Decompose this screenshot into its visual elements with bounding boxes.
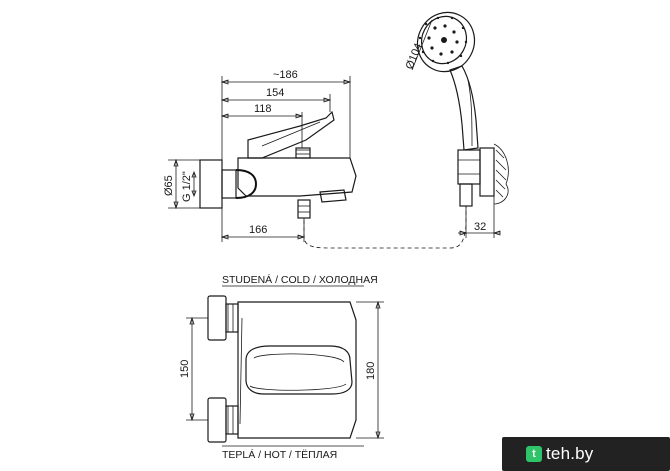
front-lever [245, 345, 353, 395]
dim-180: 180 [365, 362, 377, 380]
cold-inlet-flange [207, 295, 227, 341]
label-hot: TEPLÁ / HOT / ТЁПЛАЯ [222, 448, 337, 461]
dim-118: 118 [254, 103, 272, 115]
dim-32: 32 [474, 221, 486, 233]
wall-flange [199, 159, 223, 209]
eccentric-nut [221, 169, 237, 199]
hose-path [303, 206, 467, 249]
dim-thread: G 1/2" [181, 171, 193, 202]
dim-overall: ~186 [273, 69, 298, 81]
hose-outlet [297, 199, 311, 219]
hot-inlet-flange [207, 397, 227, 443]
watermark-text: teh.by [546, 444, 594, 463]
spray-nozzles [418, 16, 468, 65]
dim-166: 166 [249, 224, 267, 236]
mixer-body [237, 157, 357, 197]
dim-d104: Ø104 [404, 42, 425, 71]
mixer-side-view [199, 110, 467, 249]
wall-bracket [479, 147, 495, 197]
spout [319, 189, 347, 203]
dim-d65: Ø65 [163, 175, 175, 196]
hand-shower: Ø104 32 [404, 11, 509, 238]
holder-clip [459, 183, 473, 207]
mixer-front-view: STUDENÁ / COLD / ХОЛОДНАЯ TEPLÁ / HOT / … [179, 273, 384, 461]
watermark: t teh.by [502, 437, 670, 471]
diverter-knob [295, 147, 311, 159]
shower-holder [457, 149, 481, 185]
dim-150: 150 [179, 360, 191, 378]
top-dimensions: ~186 154 118 166 Ø65 G 1/2" [163, 69, 352, 242]
shower-handle [449, 65, 479, 151]
shower-head [416, 11, 476, 73]
wall-hatch-edge [493, 143, 509, 205]
mixer-lever [247, 110, 335, 159]
dim-154: 154 [266, 87, 284, 99]
teh-logo-icon: t [526, 446, 542, 462]
nut-outline [235, 169, 258, 199]
front-body [237, 301, 357, 439]
label-cold: STUDENÁ / COLD / ХОЛОДНАЯ [222, 273, 378, 286]
